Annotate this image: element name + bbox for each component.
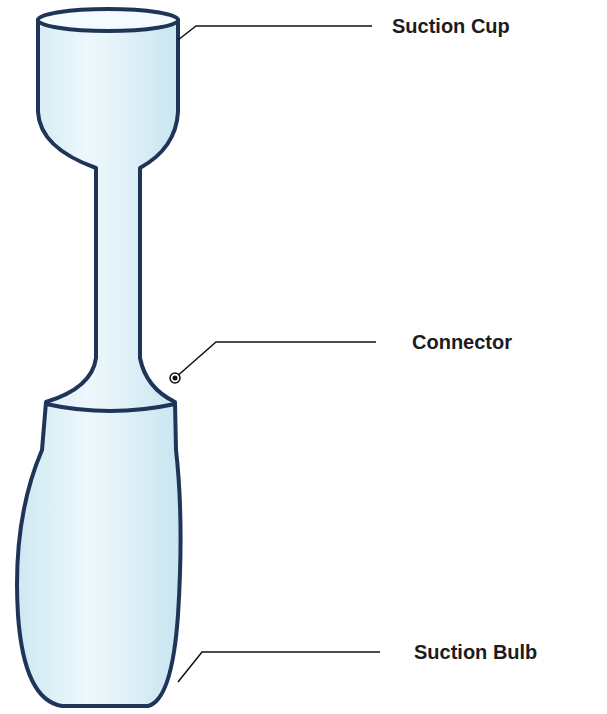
leader-dot	[170, 373, 180, 383]
leader-line	[178, 652, 380, 682]
cup-rim	[38, 9, 178, 31]
leader-line	[175, 342, 376, 378]
part-label: Suction Cup	[392, 16, 510, 36]
leader-dot	[173, 376, 178, 381]
leader-line	[178, 26, 372, 40]
part-label: Suction Bulb	[414, 642, 537, 662]
tool-body	[17, 20, 181, 706]
bulb-seam	[46, 404, 175, 411]
part-label: Connector	[412, 332, 512, 352]
